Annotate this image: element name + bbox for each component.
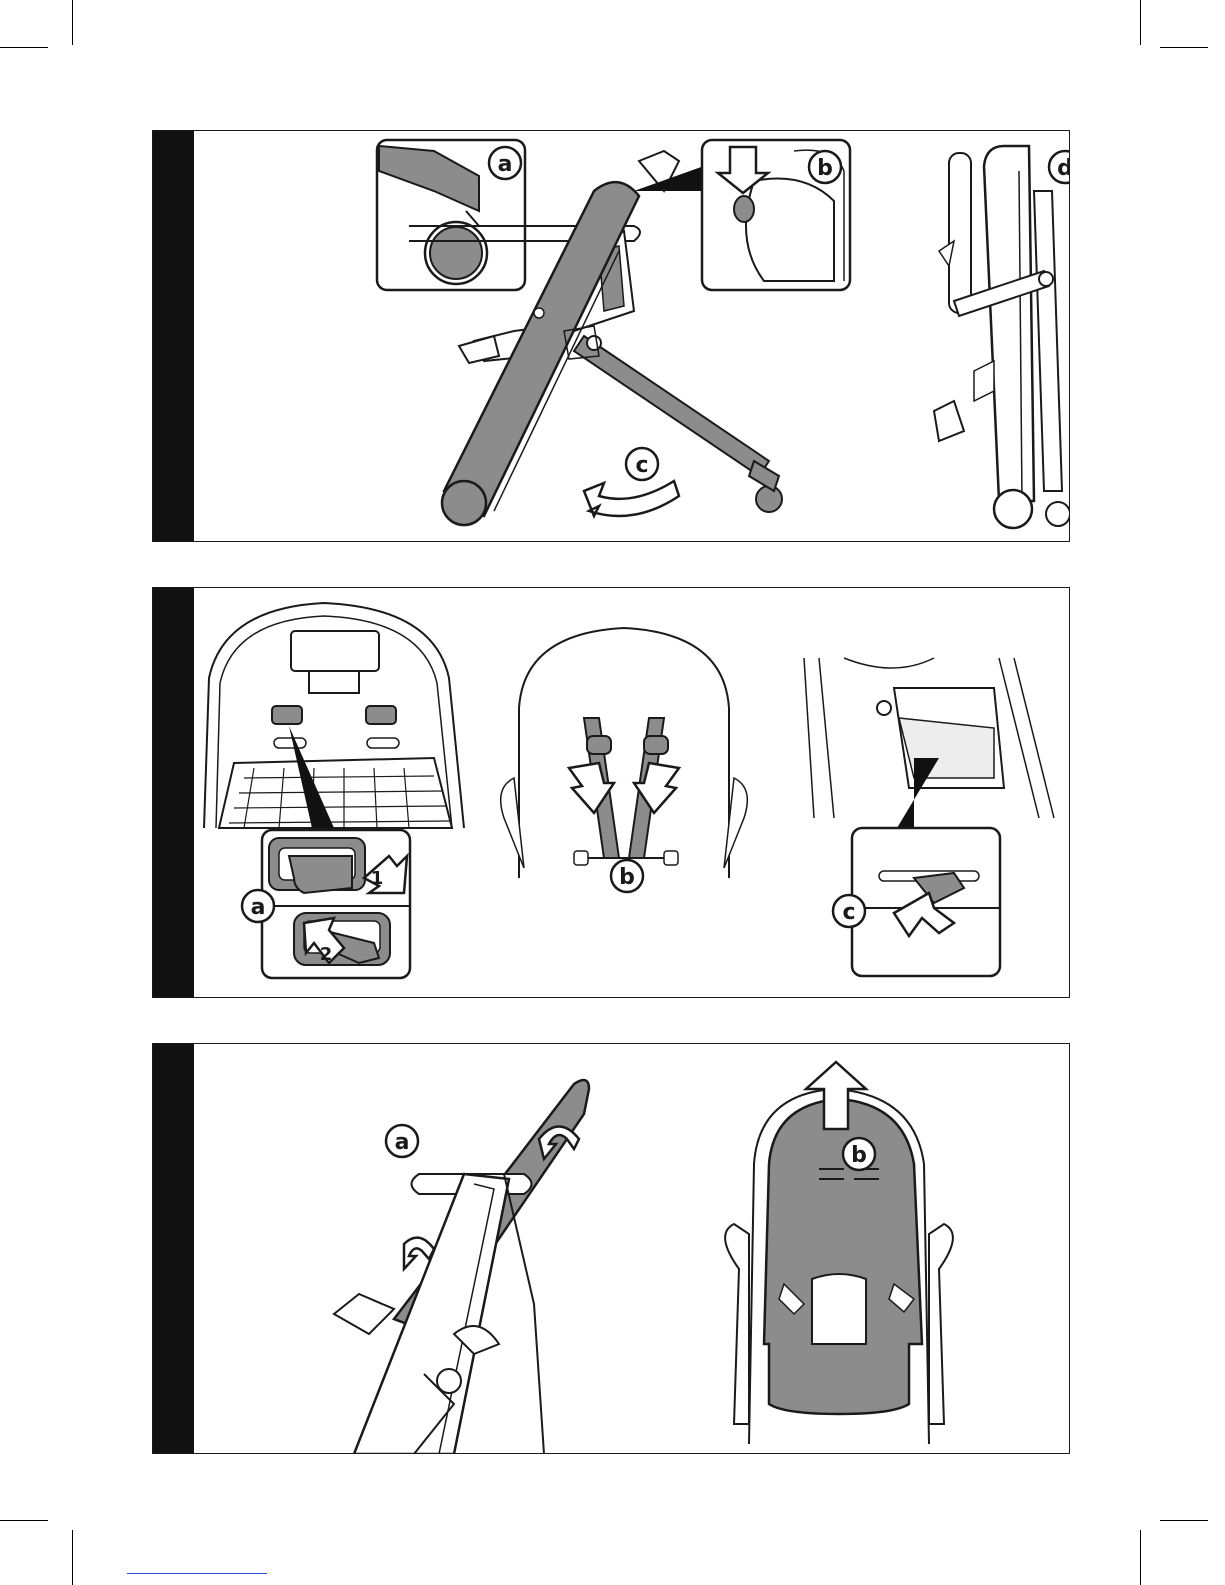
rotate-arrow-c: c	[584, 448, 679, 516]
label-b: b	[817, 156, 833, 181]
remove-harness-illustration: 1 2 a b	[194, 588, 1069, 997]
seat-front-harness: b	[501, 628, 748, 892]
seat-back-rear-view	[204, 603, 464, 828]
inset-b-release-button: b	[702, 140, 850, 290]
crop-mark	[1140, 1530, 1141, 1585]
footer-link-line	[127, 1573, 267, 1574]
chair-side-cover: a	[334, 1080, 589, 1453]
crop-mark	[1140, 0, 1141, 45]
crop-mark	[0, 1520, 48, 1521]
label-a: a	[251, 895, 266, 920]
panel-remove-cover: a b	[152, 1043, 1070, 1454]
crop-mark	[72, 1530, 73, 1585]
fold-chair-illustration: a	[194, 131, 1069, 541]
label-a: a	[498, 152, 513, 177]
crop-mark	[1160, 1520, 1208, 1521]
inset-a-strap-slot: 1 2 a	[242, 830, 410, 978]
seat-underside-view	[804, 658, 1054, 833]
panel-side-bar	[153, 1044, 194, 1453]
crop-mark	[0, 47, 48, 48]
label-c: c	[635, 453, 648, 478]
panel-fold-chair: a	[152, 130, 1070, 542]
inset-c-slot-detail: c	[833, 828, 1000, 976]
panel-side-bar	[153, 588, 194, 997]
label-c: c	[842, 900, 855, 925]
label-b: b	[851, 1143, 867, 1168]
label-a: a	[395, 1130, 410, 1155]
panel-remove-harness: 1 2 a b	[152, 587, 1070, 998]
label-b: b	[619, 865, 635, 890]
crop-mark	[1160, 47, 1208, 48]
crop-mark	[72, 0, 73, 45]
label-d: d	[1057, 156, 1069, 181]
folded-chair: d	[934, 146, 1069, 528]
chair-front-cover: b	[725, 1062, 953, 1444]
inset-a-wheel-detail: a	[377, 140, 525, 290]
remove-cover-illustration: a b	[194, 1044, 1069, 1453]
step-2-label: 2	[320, 944, 333, 965]
panel-side-bar	[153, 131, 194, 541]
step-1-label: 1	[371, 868, 384, 889]
